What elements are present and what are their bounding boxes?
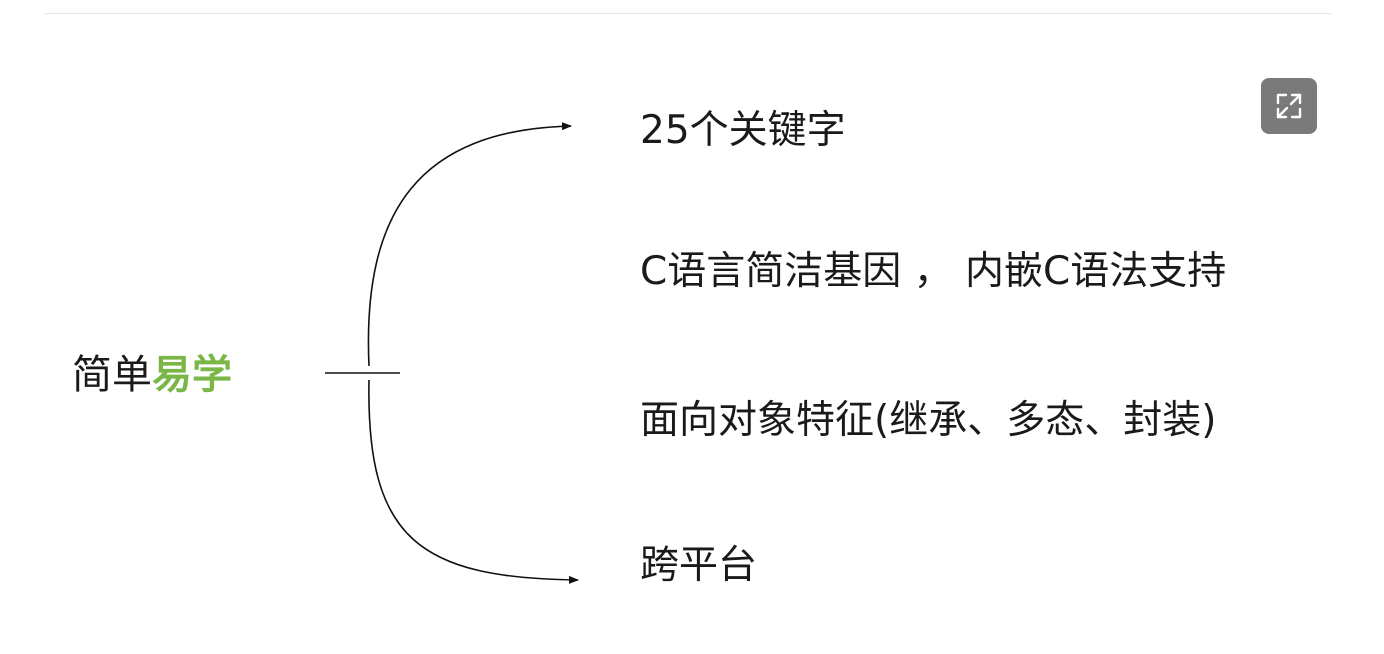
root-node-label: 简单易学 [72,350,232,400]
root-label-accent: 易学 [152,352,232,398]
branch-label-oop: 面向对象特征(继承、多态、封装) [640,398,1217,443]
upper-curve-arrow [367,122,572,367]
root-label-plain: 简单 [72,352,152,398]
top-divider [45,13,1331,14]
lower-curve-arrow [368,379,579,584]
branch-label-keywords: 25个关键字 [640,108,846,153]
expand-button[interactable] [1261,78,1317,134]
expand-icon [1276,93,1302,119]
branch-label-cross-platform: 跨平台 [640,543,758,588]
branch-label-c-syntax: C语言简洁基因 ， 内嵌C语法支持 [640,249,1227,294]
